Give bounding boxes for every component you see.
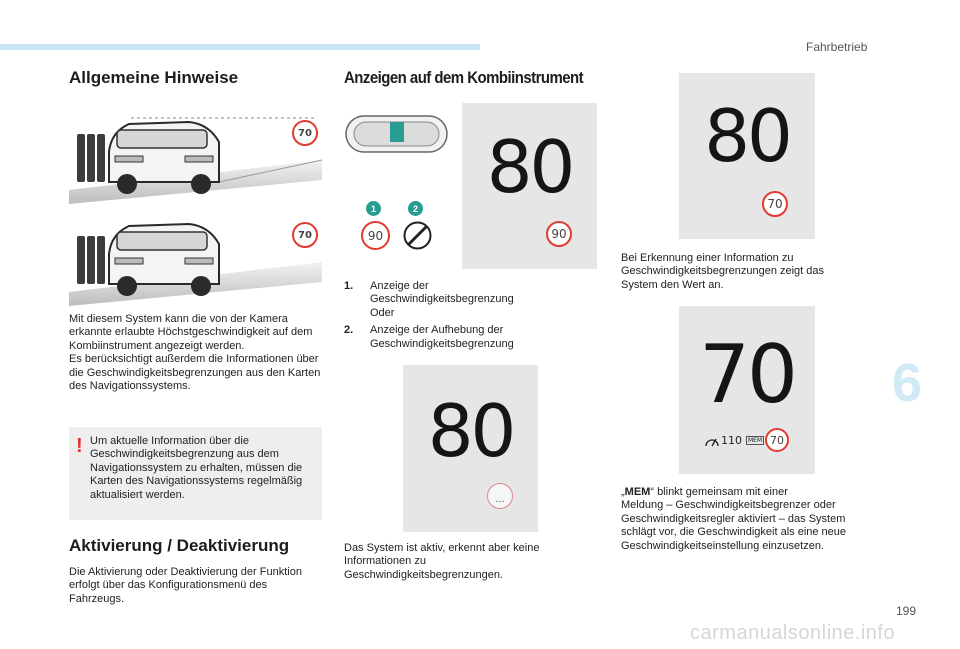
activation-paragraph: Die Aktivierung oder Deaktivierung der F…	[69, 566, 302, 605]
heading-activation: Aktivierung / Deaktivierung	[69, 536, 290, 555]
current-speed: 80	[427, 389, 517, 473]
page-number: 199	[896, 604, 917, 618]
legend-item-2: 2. Anzeige der Aufhebung der Geschwindig…	[344, 324, 544, 351]
legend-list: 1. Anzeige der Geschwindigkeitsbegrenzun…	[344, 280, 544, 355]
legend-item-1: 1. Anzeige der Geschwindigkeitsbegrenzun…	[344, 280, 544, 320]
current-speed: 80	[486, 125, 576, 209]
limit-sign: 70	[765, 428, 789, 452]
legend-badge-2: 2	[408, 201, 423, 216]
legend-num-2: 2.	[344, 324, 354, 337]
set-speed-value: 110	[721, 434, 742, 447]
chapter-number: 6	[892, 353, 923, 413]
car-camera-illustration-1	[69, 112, 322, 204]
cluster-panel-limit: 80 90	[462, 103, 597, 269]
car-camera-illustration-2	[69, 214, 322, 306]
legend-text-1: Anzeige der Geschwindigkeitsbegrenzung O…	[370, 280, 514, 319]
recognition-paragraph: Bei Erkennung einer Information zu Gesch…	[621, 252, 825, 291]
cluster-panel-no-info: 80 ...	[403, 365, 538, 532]
limit-sign: 70	[762, 191, 788, 217]
mem-paragraph: „MEM“ blinkt gemeinsam mit einer Meldung…	[621, 486, 881, 553]
mem-word: MEM	[624, 486, 651, 498]
speed-limiter-icon	[705, 438, 719, 446]
active-paragraph: Das System ist aktiv, erkennt aber keine…	[344, 542, 540, 581]
mem-tag: MEM	[746, 436, 765, 445]
current-speed: 80	[704, 94, 793, 178]
legend-badge-1: 1	[366, 201, 381, 216]
speed-limit-sign: 90	[361, 221, 390, 250]
legend-text-2: Anzeige der Aufhebung der Geschwindigkei…	[370, 324, 514, 350]
camera-module-icon	[345, 115, 448, 153]
current-speed: 70	[699, 328, 798, 421]
mem-quote-open: „	[621, 486, 625, 498]
heading-general: Allgemeine Hinweise	[69, 68, 239, 87]
top-accent-bar	[0, 44, 480, 50]
warning-box: ! Um aktuelle Information über die Gesch…	[69, 427, 322, 520]
set-speed-row: 110 MEM	[705, 434, 765, 447]
limit-sign: 90	[546, 221, 572, 247]
watermark: carmanualsonline.info	[690, 622, 896, 644]
end-of-limit-sign-icon	[403, 221, 432, 250]
legend-num-1: 1.	[344, 280, 354, 292]
cluster-panel-recognized: 80 70	[679, 73, 815, 239]
speed-sign-70-b: 70	[292, 222, 318, 248]
heading-cluster: Anzeigen auf dem Kombiinstrument	[344, 68, 584, 87]
unknown-limit-sign: ...	[487, 483, 513, 509]
warning-text: Um aktuelle Information über die Geschwi…	[90, 435, 303, 501]
mem-text: “ blinkt gemeinsam mit einer Meldung – G…	[621, 486, 847, 552]
warning-icon: !	[76, 435, 83, 457]
speed-sign-70-a: 70	[292, 120, 318, 146]
section-label: Fahrbetrieb	[806, 40, 868, 54]
cluster-panel-mem: 70 110 MEM 70	[679, 306, 815, 474]
intro-paragraph: Mit diesem System kann die von der Kamer…	[69, 313, 321, 393]
